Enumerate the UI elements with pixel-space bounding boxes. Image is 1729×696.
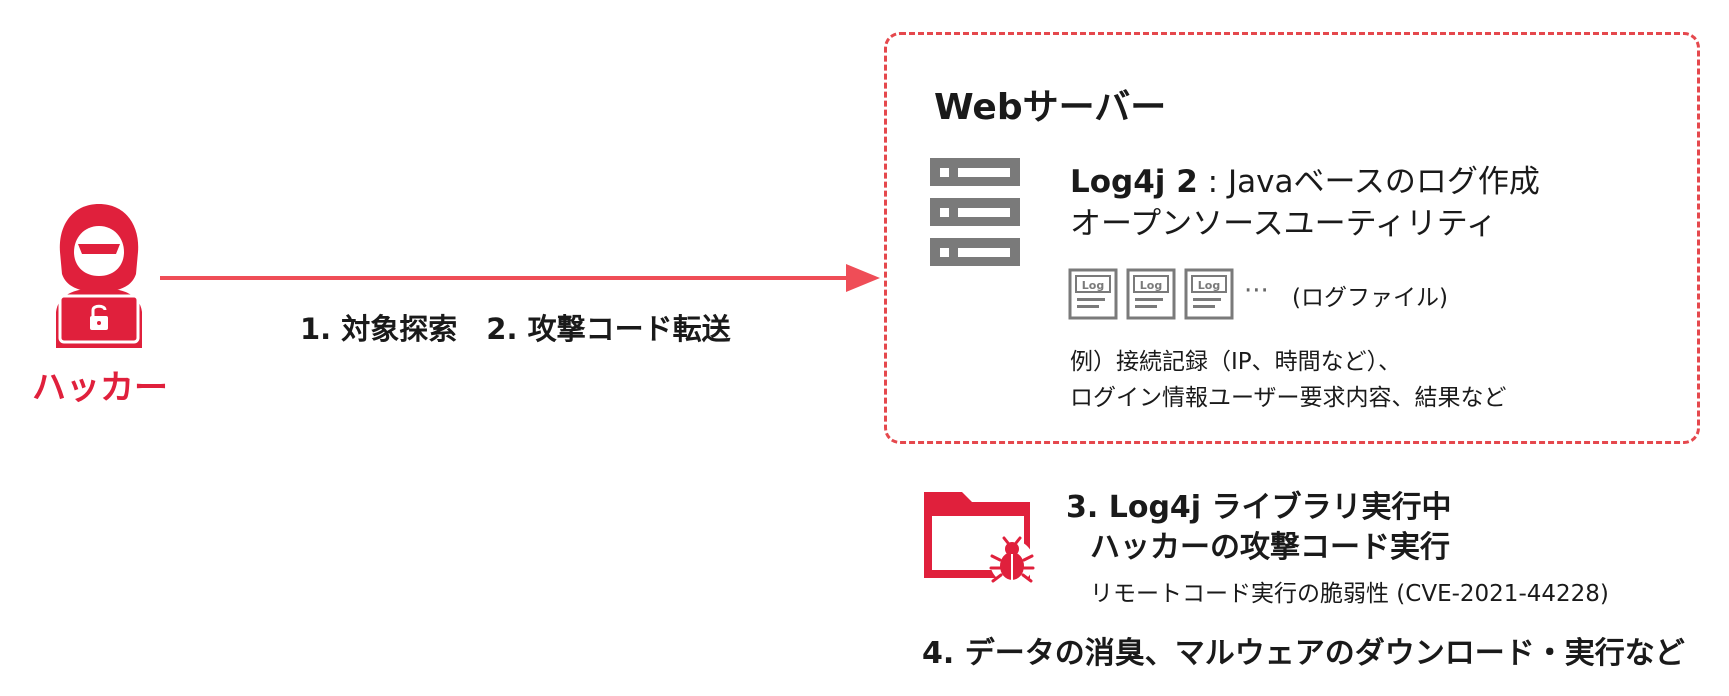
log-example-line1: 例）接続記録（IP、時間など）、 [1070,349,1402,375]
attack-steps-label: 1. 対象探索 2. 攻撃コード転送 [300,312,731,346]
step3-line2: ハッカーの攻撃コード実行 [1090,530,1450,565]
server-title: Webサーバー [934,87,1167,128]
hacker-label: ハッカー [32,368,168,408]
log-files-label: (ログファイル) [1292,285,1448,311]
log-icon-text: Log [1140,279,1162,292]
log-file-icon: Log [1068,268,1118,320]
log4j-name: Log4j 2 [1070,164,1198,200]
server-rack-icon [930,158,1020,268]
log-icon-text: Log [1082,279,1104,292]
step4-label: 4. データの消臭、マルウェアのダウンロード・実行など [922,636,1685,671]
log4j-description-line2: オープンソースユーティリティ [1070,206,1497,242]
log4j-description-rest: : Javaベースのログ作成 [1197,164,1540,200]
log-ellipsis: ··· [1244,276,1269,306]
log4j-description-line1: Log4j 2 : Javaベースのログ作成 [1070,156,1540,201]
log-file-icon: Log [1126,268,1176,320]
vulnerability-note: リモートコード実行の脆弱性 (CVE-2021-44228) [1090,581,1609,607]
log-icon-text: Log [1198,279,1220,292]
step3-line1: 3. Log4j ライブラリ実行中 [1066,490,1452,525]
attack-arrow [160,258,880,298]
web-server-box [884,32,1700,444]
log-example-line2: ログイン情報ユーザー要求内容、結果など [1070,385,1507,411]
hacker-icon [44,200,154,350]
log-file-icon: Log [1184,268,1234,320]
infected-folder-bug-icon [922,486,1040,586]
